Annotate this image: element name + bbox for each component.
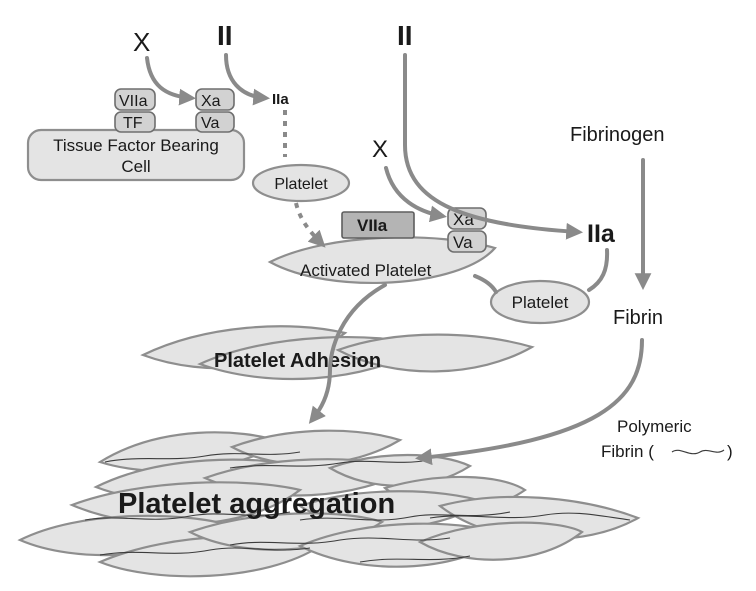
fibrin-strand [429, 512, 631, 521]
factor-viia-label: VIIa [119, 93, 148, 110]
arrow-ii-to-iia [224, 53, 271, 106]
platelet-top [251, 163, 351, 203]
factor-ii-top-right-label: II [397, 20, 413, 51]
aggregation-cluster [17, 429, 641, 578]
factor-viia [114, 88, 156, 111]
arrow-fibrin-to-aggregation [414, 338, 644, 466]
factor-x-top-label: X [133, 27, 150, 57]
arrow-platelet-to-activated [294, 202, 326, 248]
fibrin-strand [104, 451, 301, 463]
platelet-right [489, 279, 591, 325]
factor-viia-activated-label: VIIa [357, 216, 388, 235]
arrow-x-to-xa [145, 56, 197, 106]
adhesion-cluster [140, 325, 535, 381]
tissue-factor-cell-title-line2: Cell [121, 157, 150, 176]
platelet-right-label: Platelet [512, 293, 569, 312]
activated-platelet-label: Activated Platelet [300, 261, 432, 280]
factor-x-middle-label: X [372, 136, 388, 163]
fibrin-squiggle-icon [671, 449, 725, 455]
tissue-factor-cell-title-line1: Tissue Factor Bearing [53, 136, 219, 155]
factor-va-activated [447, 230, 487, 253]
factor-va [195, 111, 235, 133]
fibrin-label: Fibrin [613, 307, 663, 329]
factor-iia-top-label: IIa [272, 91, 289, 108]
fibrinogen-label: Fibrinogen [570, 124, 665, 146]
arrow-activated-to-aggregation [308, 283, 387, 424]
polymeric-fibrin-line2: Fibrin ( [601, 442, 654, 461]
factor-tf-label: TF [123, 115, 143, 132]
fibrin-strand [84, 511, 291, 521]
platelet-adhesion-label: Platelet Adhesion [214, 350, 381, 372]
agg-platelet [417, 521, 584, 561]
factor-ii-top-left-label: II [217, 20, 233, 51]
polymeric-fibrin-close: ) [727, 442, 733, 461]
arrow-ii-to-iia-large [403, 53, 584, 240]
factor-va-label: Va [201, 115, 219, 132]
fibrin-strand [299, 511, 511, 521]
factor-viia-activated [341, 211, 415, 239]
activated-platelet-cell [267, 236, 497, 285]
factor-xa-label: Xa [201, 93, 221, 110]
adhesion-platelet [335, 333, 535, 373]
fibrin-strand [99, 547, 311, 556]
polymeric-fibrin-line1: Polymeric [617, 417, 692, 436]
link-activated-to-platelet-right [473, 274, 498, 294]
fibrin-strand [359, 555, 471, 563]
platelet-top-label: Platelet [274, 176, 328, 193]
factor-iia-large-label: IIa [587, 220, 616, 248]
fibrin-strand [229, 537, 451, 546]
factor-va-activated-label: Va [453, 233, 473, 252]
arrow-x-to-xa-activated [384, 166, 447, 223]
fibrin-strand [229, 459, 431, 469]
link-platelet-to-iia [587, 248, 610, 292]
platelet-aggregation-label: Platelet aggregation [118, 488, 395, 520]
factor-tf [114, 111, 156, 133]
